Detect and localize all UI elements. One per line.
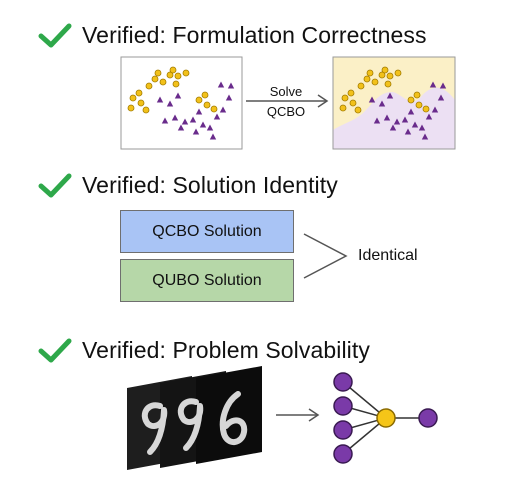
scatter-point-triangle [195, 108, 203, 115]
digit-card-icon [127, 366, 262, 470]
scatter-point-triangle [386, 92, 394, 99]
scatter-point-triangle [383, 114, 391, 121]
scatter-point-circle [407, 96, 415, 104]
scatter-point-triangle [404, 128, 412, 135]
scatter-point-circle [151, 75, 159, 83]
check-icon [38, 338, 72, 362]
scatter-point-triangle [431, 106, 439, 113]
qcbo-solution-label: QCBO Solution [152, 222, 262, 240]
scatter-point-triangle [425, 113, 433, 120]
scatter-point-triangle [156, 96, 164, 103]
scatter-point-circle [378, 71, 386, 79]
section-title: Verified: Formulation Correctness [82, 22, 427, 48]
scatter-point-triangle [199, 121, 207, 128]
scatter-point-triangle [161, 117, 169, 124]
scatter-point-triangle [418, 124, 426, 131]
scatter-point-circle [386, 72, 394, 80]
check-icon [38, 173, 72, 197]
scatter-point-circle [145, 82, 153, 90]
scatter-point-circle [174, 72, 182, 80]
scatter-point-circle [129, 94, 137, 102]
scatter-point-triangle [407, 108, 415, 115]
decision-region-yellow [333, 57, 455, 130]
scatter-point-triangle [227, 82, 235, 89]
scatter-point-triangle [181, 118, 189, 125]
scatter-point-circle [339, 104, 347, 112]
scatter-point-circle [371, 78, 379, 86]
scatter-point-circle [195, 96, 203, 104]
scatter-point-triangle [209, 133, 217, 140]
solve-label-line2: QCBO [266, 104, 306, 119]
scatter-point-triangle [219, 106, 227, 113]
scatter-point-triangle [174, 92, 182, 99]
scatter-point-triangle [401, 116, 409, 123]
scatter-points-solved [339, 66, 447, 140]
scatter-point-circle [341, 94, 349, 102]
scatter-point-triangle [439, 82, 447, 89]
scatter-point-triangle [225, 94, 233, 101]
section-title: Verified: Problem Solvability [82, 337, 370, 363]
scatter-point-triangle [378, 100, 386, 107]
scatter-point-triangle [373, 117, 381, 124]
section-identity-title-row: Verified: Solution Identity [38, 172, 338, 199]
scatter-point-triangle [411, 121, 419, 128]
scatter-point-triangle [189, 116, 197, 123]
scatter-point-triangle [177, 124, 185, 131]
scatter-point-circle [422, 105, 430, 113]
scatter-point-circle [363, 75, 371, 83]
scatter-point-triangle [368, 96, 376, 103]
solve-label-line1: Solve [269, 84, 303, 99]
scatter-point-circle [135, 89, 143, 97]
qubo-solution-label: QUBO Solution [152, 271, 262, 289]
scatter-point-triangle [217, 81, 225, 88]
scatter-point-circle [366, 69, 374, 77]
scatter-point-circle [169, 66, 177, 74]
scatter-point-triangle [429, 81, 437, 88]
scatter-point-triangle [206, 124, 214, 131]
scatter-point-triangle [171, 114, 179, 121]
scatter-point-circle [413, 91, 421, 99]
scatter-point-circle [349, 99, 357, 107]
scatter-point-circle [137, 99, 145, 107]
section-solvability-title-row: Verified: Problem Solvability [38, 337, 370, 364]
scatter-point-circle [384, 80, 392, 88]
scatter-point-circle [381, 66, 389, 74]
scatter-point-circle [154, 69, 162, 77]
scatter-point-circle [201, 91, 209, 99]
scatter-point-triangle [166, 100, 174, 107]
scatter-point-circle [159, 78, 167, 86]
scatter-point-triangle [192, 128, 200, 135]
scatter-point-triangle [393, 118, 401, 125]
scatter-point-circle [203, 101, 211, 109]
scatter-point-circle [127, 104, 135, 112]
neural-network-icon [333, 372, 438, 464]
section-title: Verified: Solution Identity [82, 172, 338, 198]
qcbo-solution-box: QCBO Solution [120, 210, 294, 253]
scatter-point-circle [172, 80, 180, 88]
identical-label: Identical [358, 247, 418, 264]
scatter-point-circle [415, 101, 423, 109]
scatter-point-triangle [421, 133, 429, 140]
scatter-point-triangle [213, 113, 221, 120]
scatter-points-input [127, 66, 235, 140]
scatter-point-circle [354, 106, 362, 114]
scatter-point-triangle [437, 94, 445, 101]
scatter-point-circle [394, 69, 402, 77]
scatter-point-circle [357, 82, 365, 90]
scatter-point-circle [182, 69, 190, 77]
qubo-solution-box: QUBO Solution [120, 259, 294, 302]
check-icon [38, 23, 72, 47]
scatter-point-circle [166, 71, 174, 79]
scatter-point-circle [347, 89, 355, 97]
section-formulation-title-row: Verified: Formulation Correctness [38, 22, 427, 49]
scatter-point-triangle [389, 124, 397, 131]
scatter-point-circle [210, 105, 218, 113]
scatter-point-circle [142, 106, 150, 114]
